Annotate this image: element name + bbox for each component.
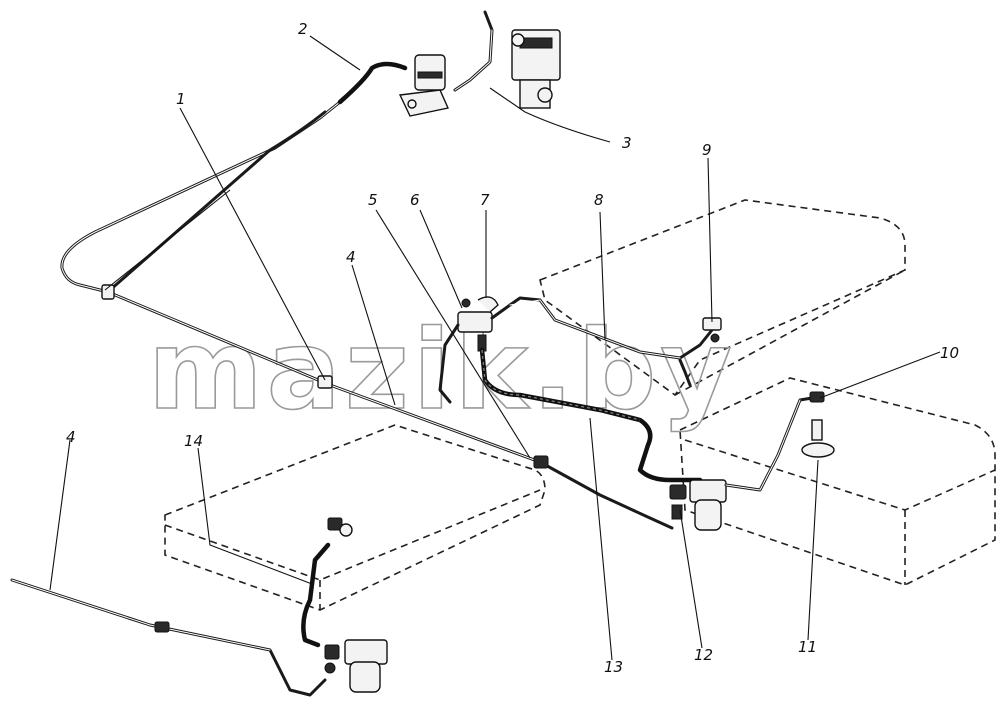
- lower-connecting-line: [538, 460, 674, 530]
- callout-11: 11: [798, 638, 817, 656]
- callout-9: 9: [702, 141, 712, 159]
- callouts: 1 2 3 4 4 5 6 7 8 9 10 11 12 13 14: [66, 20, 959, 676]
- carburettor: [511, 29, 561, 109]
- flexible-hose: [479, 347, 703, 483]
- union-joint-5: [533, 455, 549, 469]
- carburettor-line: [453, 10, 494, 92]
- callout-7: 7: [480, 191, 490, 209]
- callout-13: 13: [604, 658, 623, 676]
- right-front-fuel-tank: [679, 377, 996, 586]
- tank-cap-11: [801, 391, 835, 458]
- rear-tank-fitting: [678, 317, 722, 387]
- callout-14: 14: [184, 432, 203, 450]
- callout-12: 12: [694, 646, 713, 664]
- left-tank-hose: [301, 542, 331, 648]
- callout-5: 5: [368, 191, 378, 209]
- pump-supply-hose: [337, 61, 408, 105]
- right-sediment-filter: [669, 479, 727, 531]
- callout-8: 8: [594, 191, 604, 209]
- leader-lines: [49, 35, 941, 661]
- main-fuel-line: [60, 100, 542, 464]
- right-rear-fuel-tank: [539, 199, 906, 397]
- rear-tank-line: [490, 296, 714, 360]
- callout-2: 2: [298, 20, 308, 38]
- callout-6: 6: [410, 191, 420, 209]
- left-supply-line: [438, 323, 460, 404]
- callout-4-lower: 4: [66, 428, 76, 446]
- callout-10: 10: [940, 344, 959, 362]
- lower-fuel-pipe: [10, 578, 327, 697]
- fuel-pump: [398, 54, 449, 117]
- callout-4-upper: 4: [346, 248, 356, 266]
- left-tank-fitting: [327, 517, 353, 537]
- front-tank-line: [724, 396, 814, 492]
- callout-1: 1: [176, 90, 186, 108]
- secondary-fuel-line: [108, 110, 327, 292]
- clip-1: [317, 375, 333, 389]
- watermark: mazik.by: [148, 306, 736, 434]
- left-sediment-filter: [324, 639, 388, 693]
- callout-3: 3: [622, 134, 632, 152]
- clip-upper: [101, 284, 115, 300]
- fuel-tap: [457, 296, 499, 352]
- left-fuel-tank: [164, 424, 546, 611]
